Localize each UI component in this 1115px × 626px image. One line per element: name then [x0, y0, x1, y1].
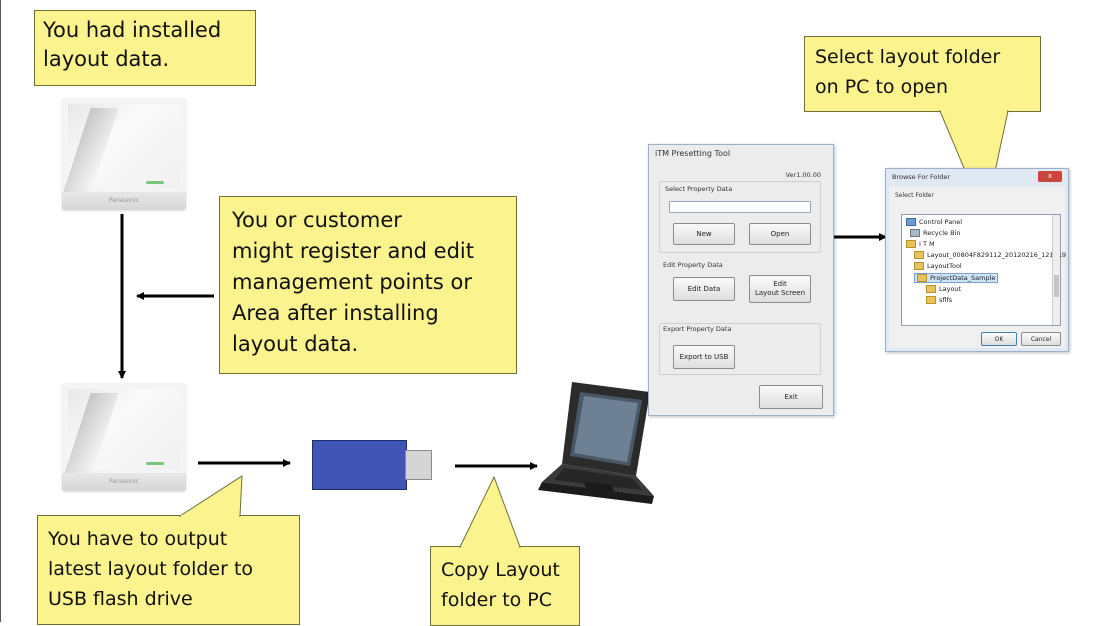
edit-layout-screen-button[interactable]: Edit Layout Screen [749, 275, 811, 303]
close-icon: x [1047, 172, 1053, 180]
callout-select-text: Select layout folder on PC to open [815, 46, 1001, 98]
browse-dialog-title: Browse For Folder [892, 173, 951, 181]
callout-output-text: You have to output latest layout folder … [48, 528, 254, 610]
tree-item-layout-folder[interactable]: Layout_00804F829112_20120216_121119 [914, 251, 1066, 259]
tree-item-projectdata-sample[interactable]: ProjectData_Sample [914, 273, 999, 283]
new-button[interactable]: New [673, 223, 735, 245]
usb-drive-plug [405, 450, 432, 480]
export-to-usb-button[interactable]: Export to USB [673, 345, 735, 369]
tree-item-layout[interactable]: Layout [926, 285, 961, 293]
tree-item-layouttool[interactable]: LayoutTool [914, 262, 962, 270]
edit-data-button[interactable]: Edit Data [673, 277, 735, 301]
ok-button[interactable]: OK [981, 332, 1017, 346]
device-bottom-image: Panasonic [62, 383, 186, 491]
tree-item-itm[interactable]: I T M [906, 240, 935, 248]
close-button[interactable]: x [1038, 171, 1062, 182]
callout-register: You or customer might register and edit … [219, 196, 517, 374]
tree-scrollbar-thumb[interactable] [1054, 275, 1059, 297]
callout-output: You have to output latest layout folder … [37, 515, 300, 625]
property-path-field[interactable] [669, 201, 811, 213]
callout-copy: Copy Layout folder to PC [430, 546, 580, 626]
folder-tree[interactable]: Control Panel Recycle Bin I T M Layout_0… [901, 214, 1066, 326]
open-button[interactable]: Open [749, 223, 811, 245]
cancel-button[interactable]: Cancel [1021, 332, 1061, 346]
laptop-image [528, 378, 656, 518]
callout-copy-text: Copy Layout folder to PC [441, 559, 560, 611]
left-frame-line [0, 0, 1, 622]
laptop-icon [538, 382, 654, 504]
tree-item-recycle-bin[interactable]: Recycle Bin [910, 229, 960, 237]
export-property-label: Export Property Data [663, 325, 732, 333]
export-group [659, 323, 821, 375]
pointer-copy [459, 475, 521, 548]
browse-folder-dialog: Browse For Folder x Select Folder Contro… [885, 168, 1069, 352]
select-property-label: Select Property Data [665, 185, 733, 193]
browse-dialog-body: Select Folder Control Panel Recycle Bin … [889, 186, 1066, 348]
device-top-brand: Panasonic [108, 197, 140, 204]
select-group [659, 181, 821, 253]
tree-item-sflfs[interactable]: sflfs [926, 296, 952, 304]
device-bottom-brand: Panasonic [108, 478, 140, 485]
tree-item-control-panel[interactable]: Control Panel [906, 218, 962, 226]
callout-installed-text: You had installed layout data. [43, 18, 222, 71]
exit-button[interactable]: Exit [759, 385, 823, 409]
presetting-tool-window: iTM Presetting Tool Ver1.00.00 Select Pr… [648, 144, 834, 416]
callout-select: Select layout folder on PC to open [804, 36, 1041, 112]
tree-scrollbar[interactable] [1052, 215, 1060, 325]
usb-drive-body [312, 440, 407, 490]
presetting-tool-title: iTM Presetting Tool [655, 149, 731, 158]
select-folder-prompt: Select Folder [895, 192, 934, 199]
pointer-output [178, 475, 243, 517]
version-label: Ver1.00.00 [785, 171, 821, 179]
edit-property-label: Edit Property Data [663, 261, 723, 269]
device-top-image: Panasonic [62, 98, 186, 210]
callout-installed: You had installed layout data. [34, 10, 256, 86]
callout-register-text: You or customer might register and edit … [232, 208, 475, 356]
